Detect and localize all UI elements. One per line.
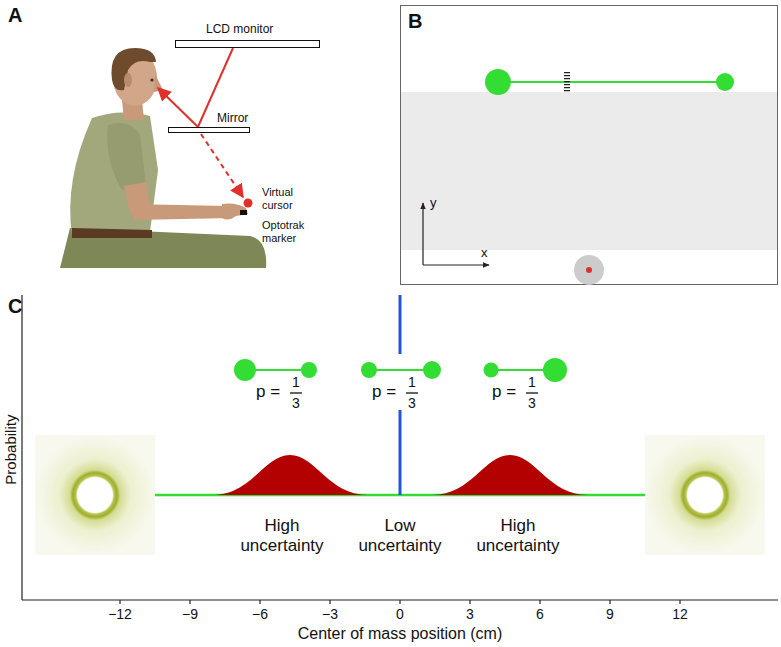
left-distribution	[212, 455, 368, 495]
start-target	[574, 255, 604, 285]
object-bar	[498, 81, 725, 83]
tick-label: 9	[606, 606, 614, 622]
y-axis-arrow	[422, 203, 423, 265]
panel-letter: B	[408, 10, 422, 33]
fraction-denominator: 3	[292, 395, 300, 411]
x-axis-arrow	[423, 264, 489, 265]
panel-letter: A	[8, 4, 22, 27]
uncertainty-label: High uncertainty	[468, 516, 568, 555]
center-marker	[564, 72, 570, 93]
probability-text: p =	[256, 382, 280, 402]
virtual-cursor-dot	[244, 199, 253, 208]
tick-label: 0	[396, 606, 404, 622]
fraction-numerator: 1	[292, 374, 300, 390]
probability-axis	[21, 295, 22, 600]
axis-ticks	[120, 600, 680, 604]
virtual-image-arrow	[201, 134, 243, 197]
tick-label: −3	[322, 606, 338, 622]
right-distribution	[432, 455, 588, 495]
axis-label: y	[430, 196, 437, 211]
right-target-ring	[645, 435, 765, 555]
uncertainty-label: Low uncertainty	[350, 516, 450, 555]
reflected-light-arrow	[158, 88, 198, 127]
callout-label: Virtual cursor	[262, 186, 312, 211]
tick-label: 12	[672, 606, 688, 622]
fraction-numerator: 1	[408, 374, 416, 390]
optotrak-marker	[240, 210, 247, 215]
object-mass-small	[716, 73, 734, 91]
seated-person	[60, 48, 266, 268]
panel-letter: C	[8, 295, 22, 318]
fraction-denominator: 3	[528, 395, 536, 411]
tick-label: 3	[466, 606, 474, 622]
tick-label: −9	[182, 606, 198, 622]
axis-title: Probability	[2, 415, 19, 485]
center-spike	[399, 410, 402, 495]
left-target-ring	[35, 435, 155, 555]
probability-text: p =	[492, 382, 516, 402]
object-icons	[234, 358, 567, 382]
probability-text: p =	[372, 382, 396, 402]
node-label: Mirror	[217, 112, 248, 126]
fraction-numerator: 1	[528, 374, 536, 390]
tick-label: 6	[536, 606, 544, 622]
panel-b-frame	[401, 6, 778, 285]
axis-label: x	[481, 246, 488, 261]
cursor-dot	[586, 267, 592, 273]
callout-label: Optotrak marker	[262, 219, 317, 244]
tick-label: −6	[252, 606, 268, 622]
node-label: LCD monitor	[206, 23, 273, 37]
gray-band	[401, 92, 777, 250]
object-mass-large	[485, 69, 511, 95]
axis-title: Center of mass position (cm)	[298, 625, 503, 643]
lcd-monitor-panel: LCD monitor	[175, 40, 320, 48]
tick-label: −12	[108, 606, 132, 622]
uncertainty-label: High uncertainty	[232, 516, 332, 555]
fraction-denominator: 3	[408, 395, 416, 411]
mirror-panel: Mirror	[168, 127, 250, 133]
center-spike-top	[399, 295, 402, 354]
